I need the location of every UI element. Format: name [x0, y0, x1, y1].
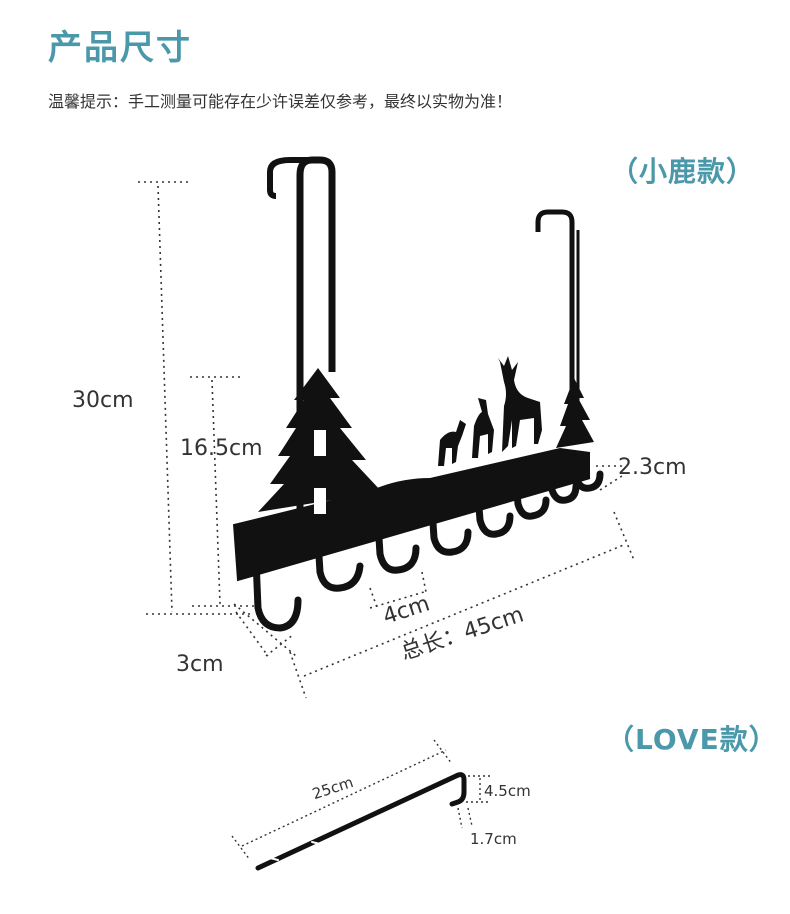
deer-dimension-lines	[138, 181, 635, 699]
page-title: 产品尺寸	[48, 28, 192, 68]
deer-hanger-image	[233, 156, 604, 632]
love-hook-height-label: 4.5cm	[484, 782, 531, 800]
deer-variant-label: （小鹿款）	[610, 155, 756, 188]
measurement-tip: 温馨提示：手工测量可能存在少许误差仅参考，最终以实物为准！	[48, 92, 513, 111]
love-dimension-lines	[231, 739, 490, 861]
love-hook-width-label: 1.7cm	[470, 830, 517, 848]
height-label: 30cm	[72, 388, 134, 413]
hook-depth-label: 3cm	[176, 652, 224, 677]
hook-gap-label: 2.3cm	[618, 455, 687, 480]
love-variant-label: （LOVE款）	[606, 723, 778, 756]
love-bar-image	[255, 772, 467, 871]
plate-height-label: 16.5cm	[180, 436, 263, 461]
